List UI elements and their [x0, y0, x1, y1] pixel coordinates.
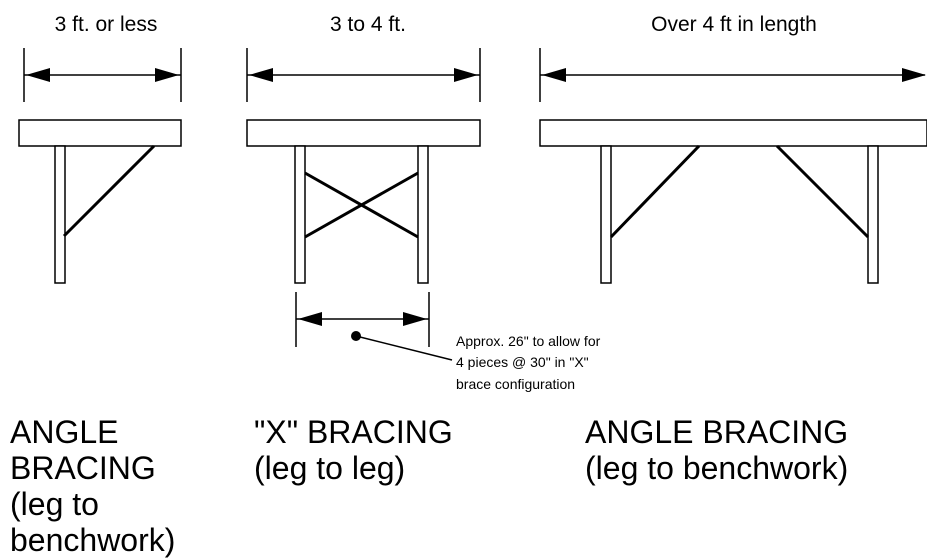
bench-short-angle-bracing	[18, 119, 182, 284]
caption-left-line-4: benchwork)	[10, 522, 175, 558]
angle-brace	[775, 144, 870, 239]
caption-left-line-3: (leg to	[10, 486, 99, 522]
dimension-label-long: Over 4 ft in length	[651, 13, 817, 36]
caption-middle-line-1: "X" BRACING	[254, 414, 453, 450]
dimension-line-long	[539, 48, 926, 102]
arrowhead-left	[26, 68, 50, 82]
bench-top	[18, 119, 182, 147]
callout-leader	[351, 331, 453, 361]
bench-top	[246, 119, 481, 147]
caption-middle-line-2: (leg to leg)	[254, 450, 405, 486]
dimension-label-short: 3 ft. or less	[55, 13, 158, 36]
caption-left-line-1: ANGLE	[10, 414, 118, 450]
arrowhead-left	[298, 312, 322, 326]
bench-long-angle-bracing	[539, 119, 927, 284]
dimension-line-medium	[246, 48, 481, 102]
note-line-2: 4 pieces @ 30" in "X"	[456, 354, 589, 370]
arrowhead-right	[155, 68, 179, 82]
arrowhead-right	[403, 312, 427, 326]
angle-brace	[609, 144, 701, 239]
dimension-label-medium: 3 to 4 ft.	[330, 13, 406, 36]
leg-spacing-dimension	[295, 292, 430, 347]
dimension-line-short	[23, 48, 182, 102]
bench-leg	[417, 145, 429, 284]
bench-leg	[54, 145, 66, 284]
arrowhead-right	[902, 68, 926, 82]
angle-brace	[62, 144, 156, 238]
caption-right-line-2: (leg to benchwork)	[585, 450, 848, 486]
arrowhead-left	[542, 68, 566, 82]
bench-leg	[294, 145, 306, 284]
bench-leg	[867, 145, 879, 284]
bench-top	[539, 119, 927, 147]
bench-medium-x-bracing	[246, 119, 481, 284]
arrowhead-left	[249, 68, 273, 82]
note-line-1: Approx. 26" to allow for	[456, 333, 601, 349]
caption-left-line-2: BRACING	[10, 450, 156, 486]
bench-leg	[600, 145, 612, 284]
arrowhead-right	[454, 68, 478, 82]
caption-right-line-1: ANGLE BRACING	[585, 414, 848, 450]
note-line-3: brace configuration	[456, 376, 575, 392]
x-brace	[304, 171, 419, 239]
